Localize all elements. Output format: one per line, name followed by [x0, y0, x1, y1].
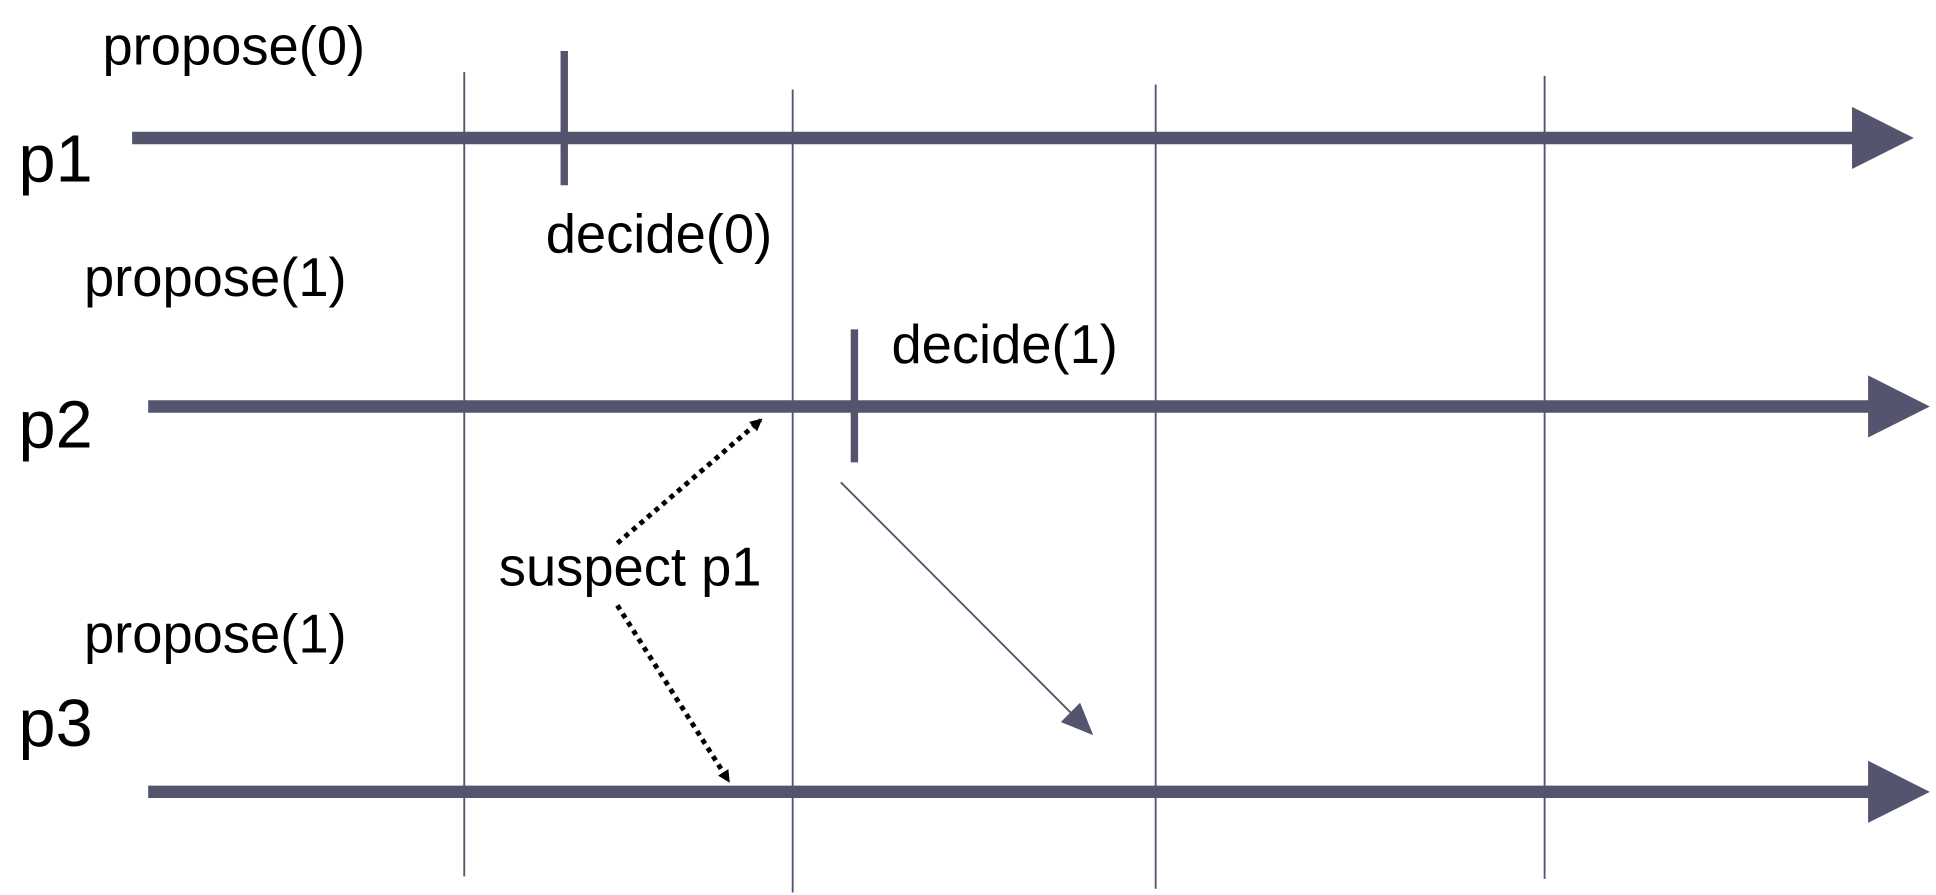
suspect-label: suspect p1 [499, 536, 762, 597]
p2-propose-label: propose(1) [84, 247, 347, 308]
p1-label: p1 [19, 121, 93, 196]
p3-label: p3 [19, 686, 93, 761]
p2-arrowhead [1868, 375, 1930, 438]
message-arrow [840, 481, 1094, 736]
p3-arrowhead [1868, 760, 1930, 823]
p1-arrowhead [1852, 106, 1914, 170]
suspect-arrow-p3 [615, 604, 731, 783]
p1-propose-label: propose(0) [102, 15, 365, 76]
p2-decide-label: decide(1) [891, 314, 1117, 375]
p1-decide-label: decide(0) [546, 203, 772, 264]
p2-label: p2 [19, 387, 93, 462]
p3-propose-label: propose(1) [84, 603, 347, 664]
suspect-arrow-p2 [615, 418, 763, 546]
round-separators [463, 72, 1546, 893]
